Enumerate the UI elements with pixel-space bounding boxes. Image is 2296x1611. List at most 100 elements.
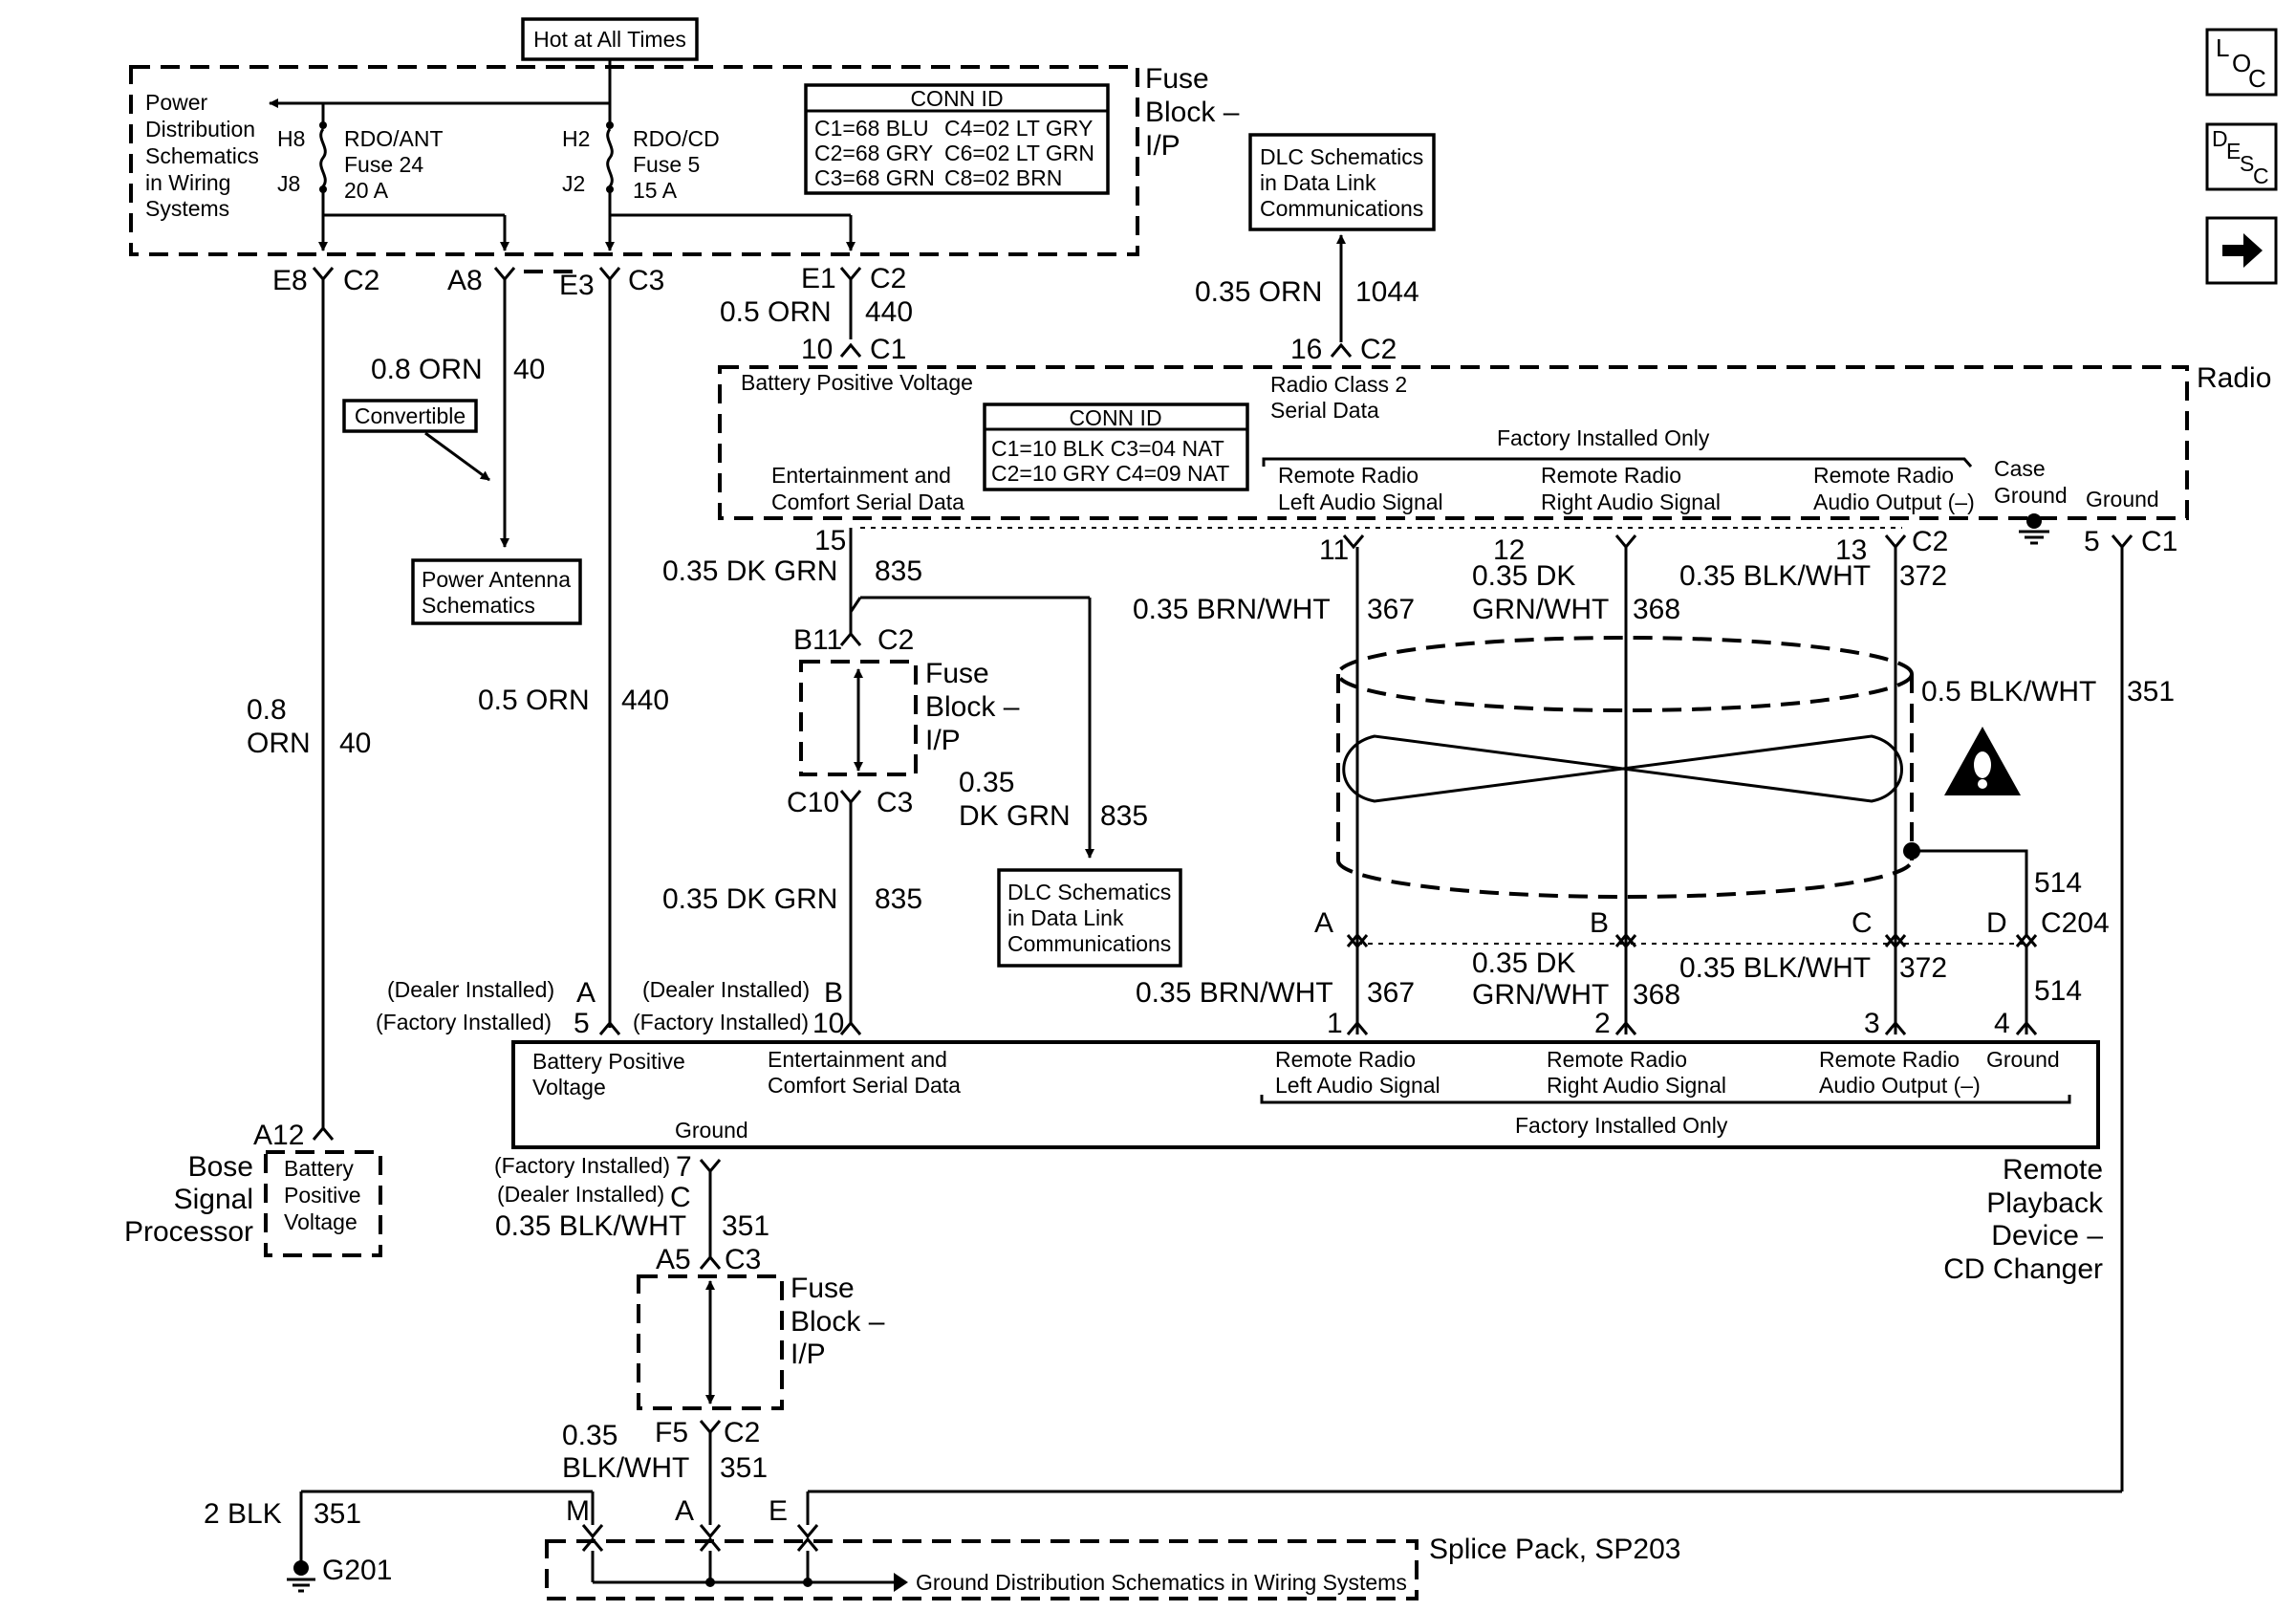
svg-text:C3=68 GRN: C3=68 GRN (814, 165, 935, 190)
wire-368-b: 0.35 DK GRN/WHT 368 (1472, 947, 1680, 1011)
svg-text:DLC Schematics: DLC Schematics (1007, 880, 1171, 904)
connector-f5-c2: F5 C2 (655, 1417, 760, 1448)
svg-text:Fuse: Fuse (791, 1273, 855, 1304)
svg-text:Radio: Radio (2197, 362, 2271, 394)
connector-e8-c2: E8 C2 (272, 265, 379, 296)
svg-text:E: E (2226, 139, 2241, 163)
svg-text:835: 835 (1100, 800, 1148, 832)
svg-text:Distribution: Distribution (145, 117, 255, 142)
svg-text:J2: J2 (562, 171, 585, 196)
svg-text:351: 351 (314, 1498, 361, 1530)
svg-text:L: L (2216, 33, 2229, 62)
svg-text:in Data Link: in Data Link (1260, 170, 1376, 195)
svg-text:H2: H2 (562, 126, 590, 151)
svg-text:40: 40 (339, 728, 371, 759)
svg-text:C204: C204 (2041, 907, 2110, 939)
svg-text:Schematics: Schematics (422, 593, 535, 618)
next-button[interactable] (2205, 216, 2278, 285)
svg-text:Serial Data: Serial Data (1270, 398, 1379, 423)
svg-text:351: 351 (2127, 676, 2175, 708)
fuse-block-ip-mid: Fuse Block – I/P (799, 658, 1020, 776)
wire-351-d: 2 BLK 351 (204, 1498, 361, 1530)
connector-a8: A8 (447, 265, 583, 296)
connector-e1-c2: E1 C2 (801, 263, 906, 294)
svg-text:15 A: 15 A (633, 178, 678, 203)
svg-text:(Dealer Installed): (Dealer Installed) (497, 1182, 664, 1207)
hot-at-all-times-label: Hot at All Times (521, 17, 699, 61)
wire-835-b: 0.35 DK GRN 835 (959, 767, 1148, 832)
svg-text:C2=68 GRY: C2=68 GRY (814, 141, 933, 165)
wire-367-b: 0.35 BRN/WHT 367 (1136, 977, 1415, 1009)
svg-text:Entertainment and: Entertainment and (768, 1047, 947, 1072)
svg-text:15: 15 (814, 525, 846, 556)
svg-text:12: 12 (1493, 534, 1525, 566)
svg-text:C2: C2 (877, 624, 914, 656)
svg-text:Ground: Ground (2086, 487, 2159, 512)
shielded-twisted-pair (1336, 547, 1920, 947)
svg-text:3: 3 (1864, 1008, 1880, 1039)
svg-text:(Dealer Installed): (Dealer Installed) (387, 977, 554, 1002)
svg-text:A8: A8 (447, 265, 483, 296)
svg-text:Remote Radio: Remote Radio (1541, 463, 1681, 488)
connector-e3-c3: E3 C3 (559, 265, 664, 301)
loc-button[interactable]: L O C (2205, 28, 2278, 97)
wire-440: 0.5 ORN 440 (478, 685, 669, 716)
svg-text:Audio Output (–): Audio Output (–) (1819, 1073, 1981, 1098)
svg-text:514: 514 (2034, 975, 2082, 1007)
svg-text:D: D (1986, 907, 2007, 939)
svg-text:C: C (2248, 64, 2266, 93)
svg-text:Comfort Serial Data: Comfort Serial Data (768, 1073, 961, 1098)
svg-text:Communications: Communications (1260, 196, 1423, 221)
svg-text:B: B (824, 977, 843, 1009)
connector-16-c2: 16 C2 (1290, 334, 1397, 365)
wire-351-c: 0.35 BLK/WHT 351 (562, 1420, 768, 1484)
svg-text:372: 372 (1899, 560, 1947, 592)
svg-text:Left Audio Signal: Left Audio Signal (1275, 1073, 1440, 1098)
svg-text:16: 16 (1290, 334, 1322, 365)
svg-text:C2: C2 (343, 265, 379, 296)
fuse-5: H2 J2 RDO/CD Fuse 5 15 A (562, 121, 720, 203)
svg-text:0.35 DK: 0.35 DK (1472, 947, 1575, 979)
svg-text:Battery: Battery (284, 1156, 354, 1181)
svg-text:Block –: Block – (1145, 97, 1240, 128)
fuse-block-ip-top: Fuse Block – I/P (129, 63, 1240, 256)
svg-text:Fuse 24: Fuse 24 (344, 152, 423, 177)
svg-text:0.5 ORN: 0.5 ORN (720, 296, 832, 328)
svg-text:GRN/WHT: GRN/WHT (1472, 979, 1609, 1011)
svg-text:7: 7 (676, 1151, 692, 1183)
svg-text:F5: F5 (655, 1417, 688, 1448)
svg-text:DLC Schematics: DLC Schematics (1260, 144, 1423, 169)
desc-button[interactable]: D E S C (2205, 122, 2278, 191)
wire-835-a: 0.35 DK GRN 835 (662, 555, 922, 587)
svg-text:Hot at All Times: Hot at All Times (533, 27, 686, 52)
svg-text:Bose: Bose (188, 1151, 253, 1183)
svg-text:0.35 DK GRN: 0.35 DK GRN (662, 555, 837, 587)
svg-text:4: 4 (1994, 1008, 2010, 1039)
svg-text:Signal: Signal (174, 1184, 253, 1215)
svg-text:0.35 DK GRN: 0.35 DK GRN (662, 883, 837, 915)
pin-5-c1: 5 C1 (2084, 526, 2177, 557)
svg-text:Ground Distribution Schematics: Ground Distribution Schematics in Wiring… (916, 1570, 1407, 1595)
svg-text:Communications: Communications (1007, 931, 1171, 956)
svg-text:0.35 ORN: 0.35 ORN (1195, 276, 1322, 308)
svg-text:13: 13 (1835, 534, 1867, 566)
svg-text:Convertible: Convertible (355, 403, 466, 428)
radio-module: Radio Battery Positive Voltage Radio Cla… (718, 362, 2271, 545)
svg-text:(Dealer Installed): (Dealer Installed) (642, 977, 810, 1002)
wire-351-a: 0.5 BLK/WHT 351 (1921, 676, 2175, 708)
svg-text:11: 11 (1319, 534, 1349, 566)
svg-text:C10: C10 (787, 787, 839, 818)
svg-text:C3: C3 (725, 1244, 761, 1275)
svg-text:C2=10 GRY C4=09 NAT: C2=10 GRY C4=09 NAT (991, 461, 1229, 486)
dlc-schematics-top: DLC Schematics in Data Link Communicatio… (1248, 133, 1436, 231)
svg-text:367: 367 (1367, 977, 1415, 1009)
svg-text:Fuse 5: Fuse 5 (633, 152, 700, 177)
svg-text:Comfort Serial Data: Comfort Serial Data (771, 490, 964, 514)
svg-text:I/P: I/P (925, 725, 961, 756)
svg-text:Processor: Processor (124, 1216, 253, 1248)
svg-text:C1: C1 (2141, 526, 2177, 557)
svg-text:in Wiring: in Wiring (145, 170, 230, 195)
svg-text:RDO/CD: RDO/CD (633, 126, 720, 151)
cd-ground-pins: (Factory Installed) 7 (Dealer Installed)… (494, 1151, 722, 1213)
svg-text:Block –: Block – (791, 1306, 885, 1338)
